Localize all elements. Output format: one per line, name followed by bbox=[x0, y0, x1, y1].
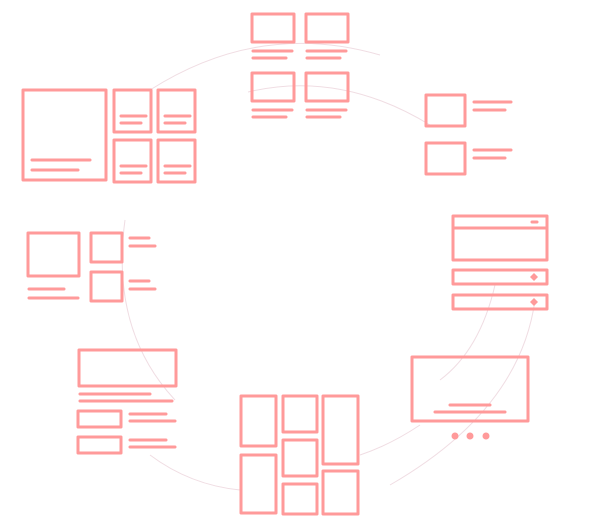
banner-panel bbox=[77, 348, 178, 388]
list-thumbnail bbox=[89, 270, 124, 303]
dropdown-field bbox=[451, 293, 549, 311]
list-thumbnail bbox=[76, 409, 123, 429]
connector-arc bbox=[359, 424, 421, 456]
article-list-layout bbox=[76, 348, 178, 455]
masonry-tile bbox=[281, 438, 319, 478]
card-thumbnail bbox=[304, 71, 350, 103]
media-thumbnail bbox=[424, 141, 467, 176]
connector-arc bbox=[439, 284, 496, 381]
grid-tile bbox=[156, 88, 197, 134]
masonry-tile bbox=[321, 394, 360, 466]
connector-arc bbox=[389, 299, 536, 486]
masonry-layout bbox=[239, 394, 360, 516]
masonry-tile bbox=[239, 394, 278, 448]
dropdown-marker-icon bbox=[530, 298, 538, 306]
dropdown-field bbox=[451, 268, 549, 286]
list-thumbnail bbox=[76, 435, 123, 455]
connector-arc bbox=[149, 42, 381, 91]
feature-image bbox=[26, 231, 81, 278]
list-thumbnail bbox=[89, 231, 124, 264]
card-grid-2x2-layout bbox=[250, 12, 350, 119]
window-panel bbox=[451, 214, 549, 262]
connector-arc bbox=[247, 85, 431, 126]
grid-tile bbox=[156, 138, 197, 184]
masonry-tile bbox=[281, 394, 319, 434]
form-panels-layout bbox=[451, 214, 549, 311]
thumbnail-list-layout bbox=[26, 231, 157, 303]
carousel-dot-icon bbox=[451, 432, 459, 440]
dropdown-marker-icon bbox=[530, 273, 538, 281]
connector-arc bbox=[149, 454, 241, 491]
grid-tile bbox=[112, 138, 153, 184]
grid-tile bbox=[112, 88, 153, 134]
card-thumbnail bbox=[250, 12, 296, 44]
card-thumbnail bbox=[250, 71, 296, 103]
hero-with-grid-layout bbox=[21, 88, 197, 184]
carousel-dot-icon bbox=[482, 432, 490, 440]
card-thumbnail bbox=[304, 12, 350, 44]
media-list-layout bbox=[424, 93, 513, 176]
masonry-tile bbox=[239, 453, 278, 515]
media-thumbnail bbox=[424, 93, 467, 128]
masonry-tile bbox=[281, 482, 319, 516]
hero-panel bbox=[21, 88, 108, 182]
carousel-dot-icon bbox=[466, 432, 474, 440]
carousel-layout bbox=[410, 355, 530, 440]
masonry-tile bbox=[321, 469, 360, 516]
carousel-slide bbox=[410, 355, 530, 423]
